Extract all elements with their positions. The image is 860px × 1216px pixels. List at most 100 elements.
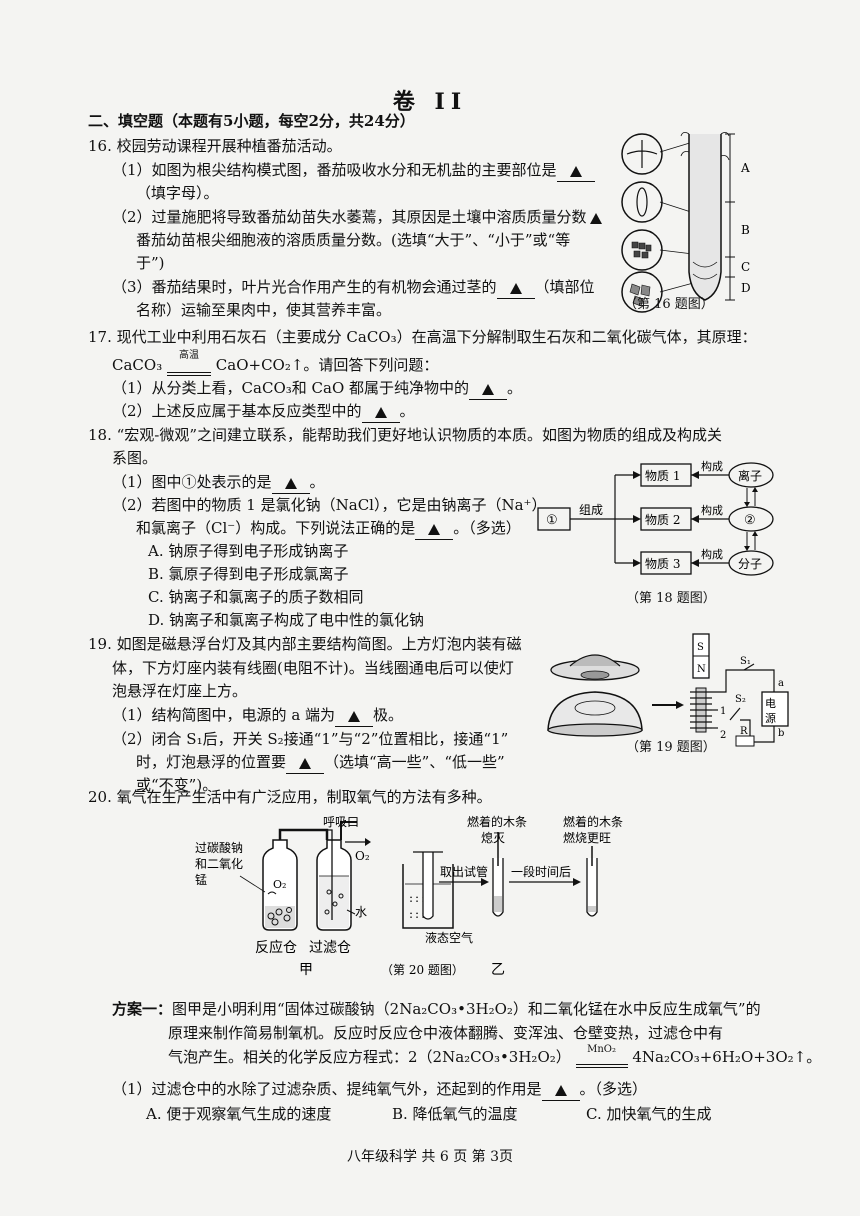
diagram-ion: 离子 — [738, 468, 762, 483]
oxygen-production-figure: 过碳酸钠 和二氧化 锰 O₂ 呼吸口 O₂ 水 反应仓 过滤仓 甲 （第 20 … — [195, 814, 623, 977]
q20-option-b: B. 降低氧气的温度 — [392, 1105, 518, 1123]
answer-blank-icon — [554, 1084, 567, 1096]
diagram-substance-2: 物质 2 — [645, 513, 680, 527]
switch-s1: S₁ — [740, 656, 751, 667]
magnet-south: S — [697, 642, 704, 653]
q18-stem-line1: 18. “宏观-微观”之间建立联系，能帮助我们更好地认识物质的本质。如图为物质的… — [88, 426, 723, 444]
answer-blank-icon — [509, 282, 522, 294]
eq-condition: 高温 — [179, 350, 199, 361]
q16-part2-line3: 于”) — [136, 254, 165, 272]
diagram-label-goucheng-2: 构成 — [701, 503, 723, 517]
breathing-port-label: 呼吸口 — [323, 815, 359, 829]
q19-stem-line2: 体，下方灯座内装有线圈(电阻不计)。当线圈通电后可以使灯 — [112, 659, 514, 677]
q18-part2-line2: 和氯离子（Cl⁻）构成。下列说法正确的是。（多选） — [136, 517, 521, 540]
answer-blank-icon — [428, 523, 441, 535]
label-C: C — [741, 260, 750, 274]
answer-blank-icon — [482, 383, 495, 395]
q20-option-c: C. 加快氧气的生成 — [586, 1105, 712, 1123]
figure-yi-label: 乙 — [491, 962, 505, 977]
q17-equation: CaCO₃ 高温 CaO+CO₂↑。请回答下列问题： — [112, 350, 439, 376]
o2-inner-label: O₂ — [273, 878, 286, 891]
diagram-substance-1: 物质 1 — [645, 469, 680, 483]
q16-caption: （第 16 题图） — [624, 297, 714, 312]
after-a-while-label: 一段时间后 — [511, 864, 571, 879]
q16-stem: 16. 校园劳动课程开展种植番茄活动。 — [88, 137, 342, 155]
terminal-b: b — [778, 728, 784, 739]
q18-caption: （第 18 题图） — [626, 591, 716, 606]
q16-part2-line2: 番茄幼苗根尖细胞液的溶质质量分数。(选填“大于”、“小于”或“等 — [136, 231, 571, 249]
plan-one-line2: 原理来制作简易制氧机。反应时反应仓中液体翻腾、变浑浊、仓壁变热，过滤仓中有 — [168, 1024, 724, 1042]
diagram-molecule: 分子 — [738, 557, 762, 571]
diagram-node-1: ① — [546, 513, 558, 528]
terminal-a: a — [778, 678, 784, 689]
q19-part2-line2: 时，灯泡悬浮的位置要（选填“高一些”、“低一些” — [136, 751, 505, 774]
maglev-lamp-figure: S N S₁ 电 源 a b 1 2 S₂ R — [547, 633, 789, 747]
q19-part1: （1）结构简图中，电源的 a 端为极。 — [112, 704, 403, 727]
contact-1: 1 — [720, 706, 726, 717]
label-B: B — [741, 223, 750, 237]
answer-blank-icon — [348, 710, 361, 722]
q18-option-c: C. 钠离子和氯离子的质子数相同 — [148, 588, 364, 606]
take-out-tube-label: 取出试管 — [440, 864, 488, 879]
q18-stem-line2: 系图。 — [112, 449, 158, 467]
q16-part3-line2: 名称）运输至果肉中，使其营养丰富。 — [136, 301, 392, 319]
q20-part1: （1）过滤仓中的水除了过滤杂质、提纯氧气外，还起到的作用是。（多选） — [112, 1078, 647, 1101]
extinguished-label: 熄灭 — [481, 831, 505, 845]
answer-blank-icon — [589, 212, 602, 224]
q18-part1: （1）图中①处表示的是。 — [112, 471, 325, 494]
label-D: D — [741, 281, 751, 295]
magnet-north: N — [697, 664, 706, 675]
burning-stick-label-1: 燃着的木条 — [467, 814, 527, 829]
q18-option-a: A. 钠原子得到电子形成钠离子 — [148, 542, 349, 560]
diagram-label-goucheng-3: 构成 — [701, 547, 723, 561]
q19-stem-line1: 19. 如图是磁悬浮台灯及其内部主要结构简图。上方灯泡内装有磁 — [88, 635, 522, 653]
diagram-node-2: ② — [744, 513, 756, 528]
section-heading: 二、填空题（本题有5小题，每空2分，共24分） — [88, 112, 415, 130]
diagram-label-zucheng: 组成 — [579, 503, 603, 517]
resistor-r: R — [740, 726, 748, 737]
root-tip-figure: A B C D — [621, 132, 751, 313]
q17-part1: （1）从分类上看，CaCO₃和 CaO 都属于纯净物中的。 — [112, 377, 522, 400]
reagent-label-1: 过碳酸钠 — [195, 840, 243, 855]
q20-stem: 20. 氧气在生产生活中有广泛应用，制取氧气的方法有多种。 — [88, 788, 492, 806]
matter-composition-diagram: ① 组成 物质 1 物质 2 物质 3 构成 构成 构成 离子 ② 分子 — [537, 459, 774, 576]
o2-out-label: O₂ — [355, 849, 370, 863]
q17-stem: 17. 现代工业中利用石灰石（主要成分 CaCO₃）在高温下分解制取生石灰和二氧… — [88, 328, 757, 346]
q16-part2: （2）过量施肥将导致番茄幼苗失水萎蔫，其原因是土壤中溶质质量分数 — [112, 206, 605, 228]
diagram-substance-3: 物质 3 — [645, 557, 680, 571]
q19-caption: （第 19 题图） — [626, 740, 716, 755]
answer-blank-icon — [374, 406, 387, 418]
q20-caption: （第 20 题图） — [381, 963, 464, 977]
q19-stem-line3: 泡悬浮在灯座上方。 — [112, 682, 248, 700]
reagent-label-3: 锰 — [195, 872, 207, 887]
label-A: A — [740, 161, 750, 175]
figure-jia-label: 甲 — [299, 962, 313, 977]
q19-part2: （2）闭合 S₁后，开关 S₂接通“1”与“2”位置相比，接通“1” — [112, 730, 509, 748]
power-label: 电 — [765, 697, 776, 710]
page-footer: 八年级科学 共 6 页 第 3页 — [346, 1149, 514, 1165]
answer-blank-icon — [299, 757, 312, 769]
q18-option-b: B. 氯原子得到电子形成氯离子 — [148, 565, 349, 583]
burning-stick-label-2: 燃着的木条 — [563, 814, 623, 829]
diagram-label-goucheng-1: 构成 — [701, 459, 723, 473]
catalyst-label: MnO₂ — [587, 1044, 616, 1055]
page-title: 卷 II — [392, 89, 468, 115]
water-label: 水 — [355, 905, 367, 919]
svg-text:源: 源 — [765, 711, 776, 725]
q20-option-a: A. 便于观察氧气生成的速度 — [146, 1105, 332, 1123]
contact-2: 2 — [720, 730, 726, 741]
reaction-chamber-label: 反应仓 — [255, 939, 297, 956]
burns-brighter-label: 燃烧更旺 — [563, 830, 611, 845]
q16-part1-tail: （填字母）。 — [136, 184, 219, 202]
answer-blank-icon — [284, 477, 297, 489]
q19-part2-line3: 或“不变”)。 — [136, 776, 218, 794]
plan-one-line3: 气泡产生。相关的化学反应方程式：2（2Na₂CO₃•3H₂O₂） MnO₂ 4N… — [168, 1044, 822, 1068]
q17-part2: （2）上述反应属于基本反应类型中的。 — [112, 400, 415, 423]
q16-part1: （1）如图为根尖结构模式图，番茄吸收水分和无机盐的主要部位是 — [112, 159, 595, 182]
switch-s2: S₂ — [735, 694, 746, 705]
q18-part2: （2）若图中的物质 1 是氯化钠（NaCl），它是由钠离子（Na⁺） — [112, 496, 547, 514]
answer-blank-icon — [569, 165, 582, 177]
reagent-label-2: 和二氧化 — [195, 857, 243, 871]
liquid-air-label: 液态空气 — [425, 930, 473, 945]
